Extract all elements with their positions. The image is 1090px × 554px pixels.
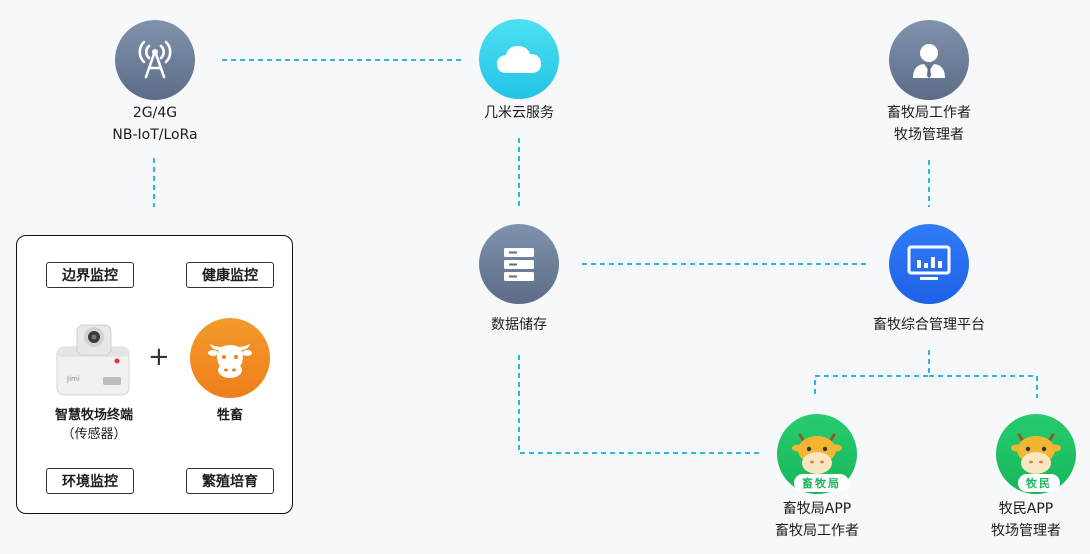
bureau-worker-label: 畜牧局工作者 牧场管理者 (859, 102, 999, 146)
plus-sign: + (148, 342, 170, 372)
cloud-node (479, 19, 559, 99)
farmer-app-label: 牧民APP 牧场管理者 (966, 498, 1086, 542)
cloud-icon (497, 46, 541, 73)
livestock-node (190, 318, 270, 398)
network-node (115, 20, 195, 100)
bureau-app-sub: 畜牧局工作者 (775, 523, 859, 539)
bureau-app-badge: 畜牧局 (794, 474, 849, 492)
cow-icon (792, 433, 842, 474)
bureau-worker-node (889, 20, 969, 100)
storage-node (479, 224, 559, 304)
bureau-worker-sub: 牧场管理者 (894, 127, 964, 143)
connector-storage-app (518, 355, 760, 454)
terminal-label-line1: 智慧牧场终端 (54, 408, 133, 423)
person-icon (913, 44, 945, 78)
storage-label: 数据储存 (491, 317, 547, 333)
monitor-icon (907, 245, 951, 280)
network-line1: 2G/4G (132, 105, 178, 121)
bureau-app-title: 畜牧局APP (782, 501, 852, 517)
connector-platform-apps (814, 350, 930, 398)
cloud-label: 几米云服务 (484, 105, 554, 121)
tag-boundary-monitoring: 边界监控 (46, 262, 134, 288)
connector-platform-farmer (929, 375, 1038, 398)
farmer-app-node: 牧民 (996, 414, 1076, 494)
farmer-app-sub: 牧场管理者 (991, 523, 1061, 539)
ranch-box: 边界监控 健康监控 Jimi + (16, 235, 293, 514)
terminal-label-line2: （传感器） (61, 427, 127, 442)
bureau-app-node: 畜牧局 (777, 414, 857, 494)
farmer-app-title: 牧民APP (998, 501, 1054, 517)
antenna-icon (138, 40, 172, 79)
terminal-brand: Jimi (66, 375, 80, 383)
terminal-label: 智慧牧场终端 （传感器） (34, 406, 154, 444)
network-line2: NB-IoT/LoRa (112, 127, 198, 143)
tag-breeding: 繁殖培育 (186, 468, 274, 494)
network-label: 2G/4G NB-IoT/LoRa (85, 102, 225, 146)
platform-label: 畜牧综合管理平台 (873, 317, 985, 333)
tag-environment-monitoring: 环境监控 (46, 468, 134, 494)
livestock-label: 牲畜 (216, 408, 243, 423)
cow-icon (1011, 433, 1061, 474)
server-icon (504, 248, 534, 281)
cow-icon (208, 344, 252, 378)
platform-node (889, 224, 969, 304)
terminal-device-icon: Jimi (56, 324, 130, 396)
bureau-app-label: 畜牧局APP 畜牧局工作者 (747, 498, 887, 542)
tag-health-monitoring: 健康监控 (186, 262, 274, 288)
bureau-worker-title: 畜牧局工作者 (887, 105, 971, 121)
farmer-app-badge: 牧民 (1018, 474, 1060, 492)
